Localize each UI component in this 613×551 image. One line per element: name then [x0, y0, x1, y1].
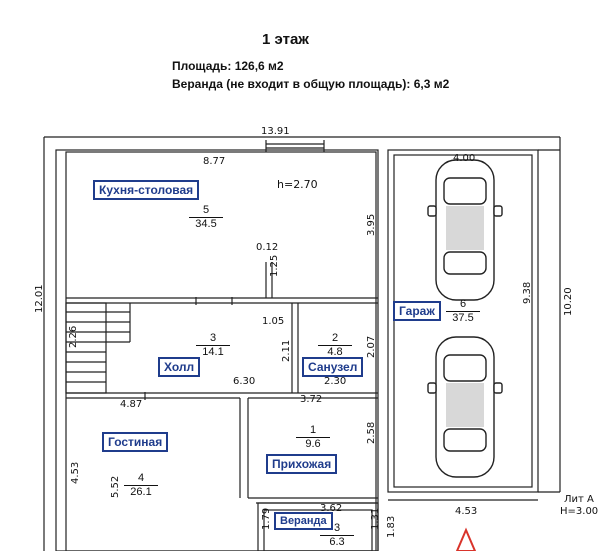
room-label-garage: Гараж: [393, 301, 441, 321]
dim-ver-3-62: 3.62: [320, 503, 343, 514]
dim-entr-2-58: 2.58: [366, 421, 377, 444]
dim-ver-1-79: 1.79: [261, 507, 272, 530]
dim-entr-3-72: 3.72: [300, 394, 323, 405]
dim-living-5-52: 5.52: [110, 475, 121, 498]
dim-wall-small: 0.12: [256, 242, 279, 253]
dim-wall-1-25: 1.25: [269, 254, 280, 277]
entrance-arrow-icon: [455, 527, 477, 551]
dim-garage-4-53: 4.53: [455, 506, 478, 517]
room-label-kitchen: Кухня-столовая: [93, 180, 200, 200]
dim-garage-10-20: 10.20: [563, 287, 574, 316]
dim-hall-6-30: 6.30: [233, 376, 256, 387]
dim-ver-1-83: 1.83: [386, 515, 397, 538]
dim-hall-2-11: 2.11: [281, 339, 292, 362]
veranda-note: Веранда (не входит в общую площадь): 6,3…: [172, 77, 450, 91]
dim-bath-2-07: 2.07: [366, 335, 377, 358]
dim-stair: 2.26: [68, 325, 79, 348]
dim-bath-2-30: 2.30: [324, 376, 347, 387]
dim-kitchen-width: 8.77: [203, 156, 226, 167]
dim-kitchen-depth: 3.95: [366, 213, 377, 236]
dim-living-4-87: 4.87: [120, 399, 143, 410]
lit-label: Лит А: [564, 494, 594, 505]
dim-height: h=2.70: [277, 178, 318, 191]
room-label-entrance: Прихожая: [266, 454, 338, 474]
floor-title: 1 этаж: [262, 31, 309, 48]
room-label-bathroom: Санузел: [302, 357, 364, 377]
room-label-living: Гостиная: [102, 432, 169, 452]
dim-garage-4-00: 4.00: [453, 153, 476, 164]
room-label-veranda: Веранда: [274, 512, 333, 530]
room-label-hall: Холл: [158, 357, 201, 377]
lit-height: Н=3.00: [560, 506, 599, 517]
dim-left-total: 12.01: [34, 284, 45, 313]
dim-living-4-53: 4.53: [70, 461, 81, 484]
area-text: Площадь: 126,6 м2: [172, 59, 284, 73]
dim-hall-1-05: 1.05: [262, 316, 285, 327]
dim-top: 13.91: [261, 126, 290, 137]
dim-ver-1-31: 1.31: [370, 507, 381, 530]
dim-garage-9-38: 9.38: [522, 281, 533, 304]
